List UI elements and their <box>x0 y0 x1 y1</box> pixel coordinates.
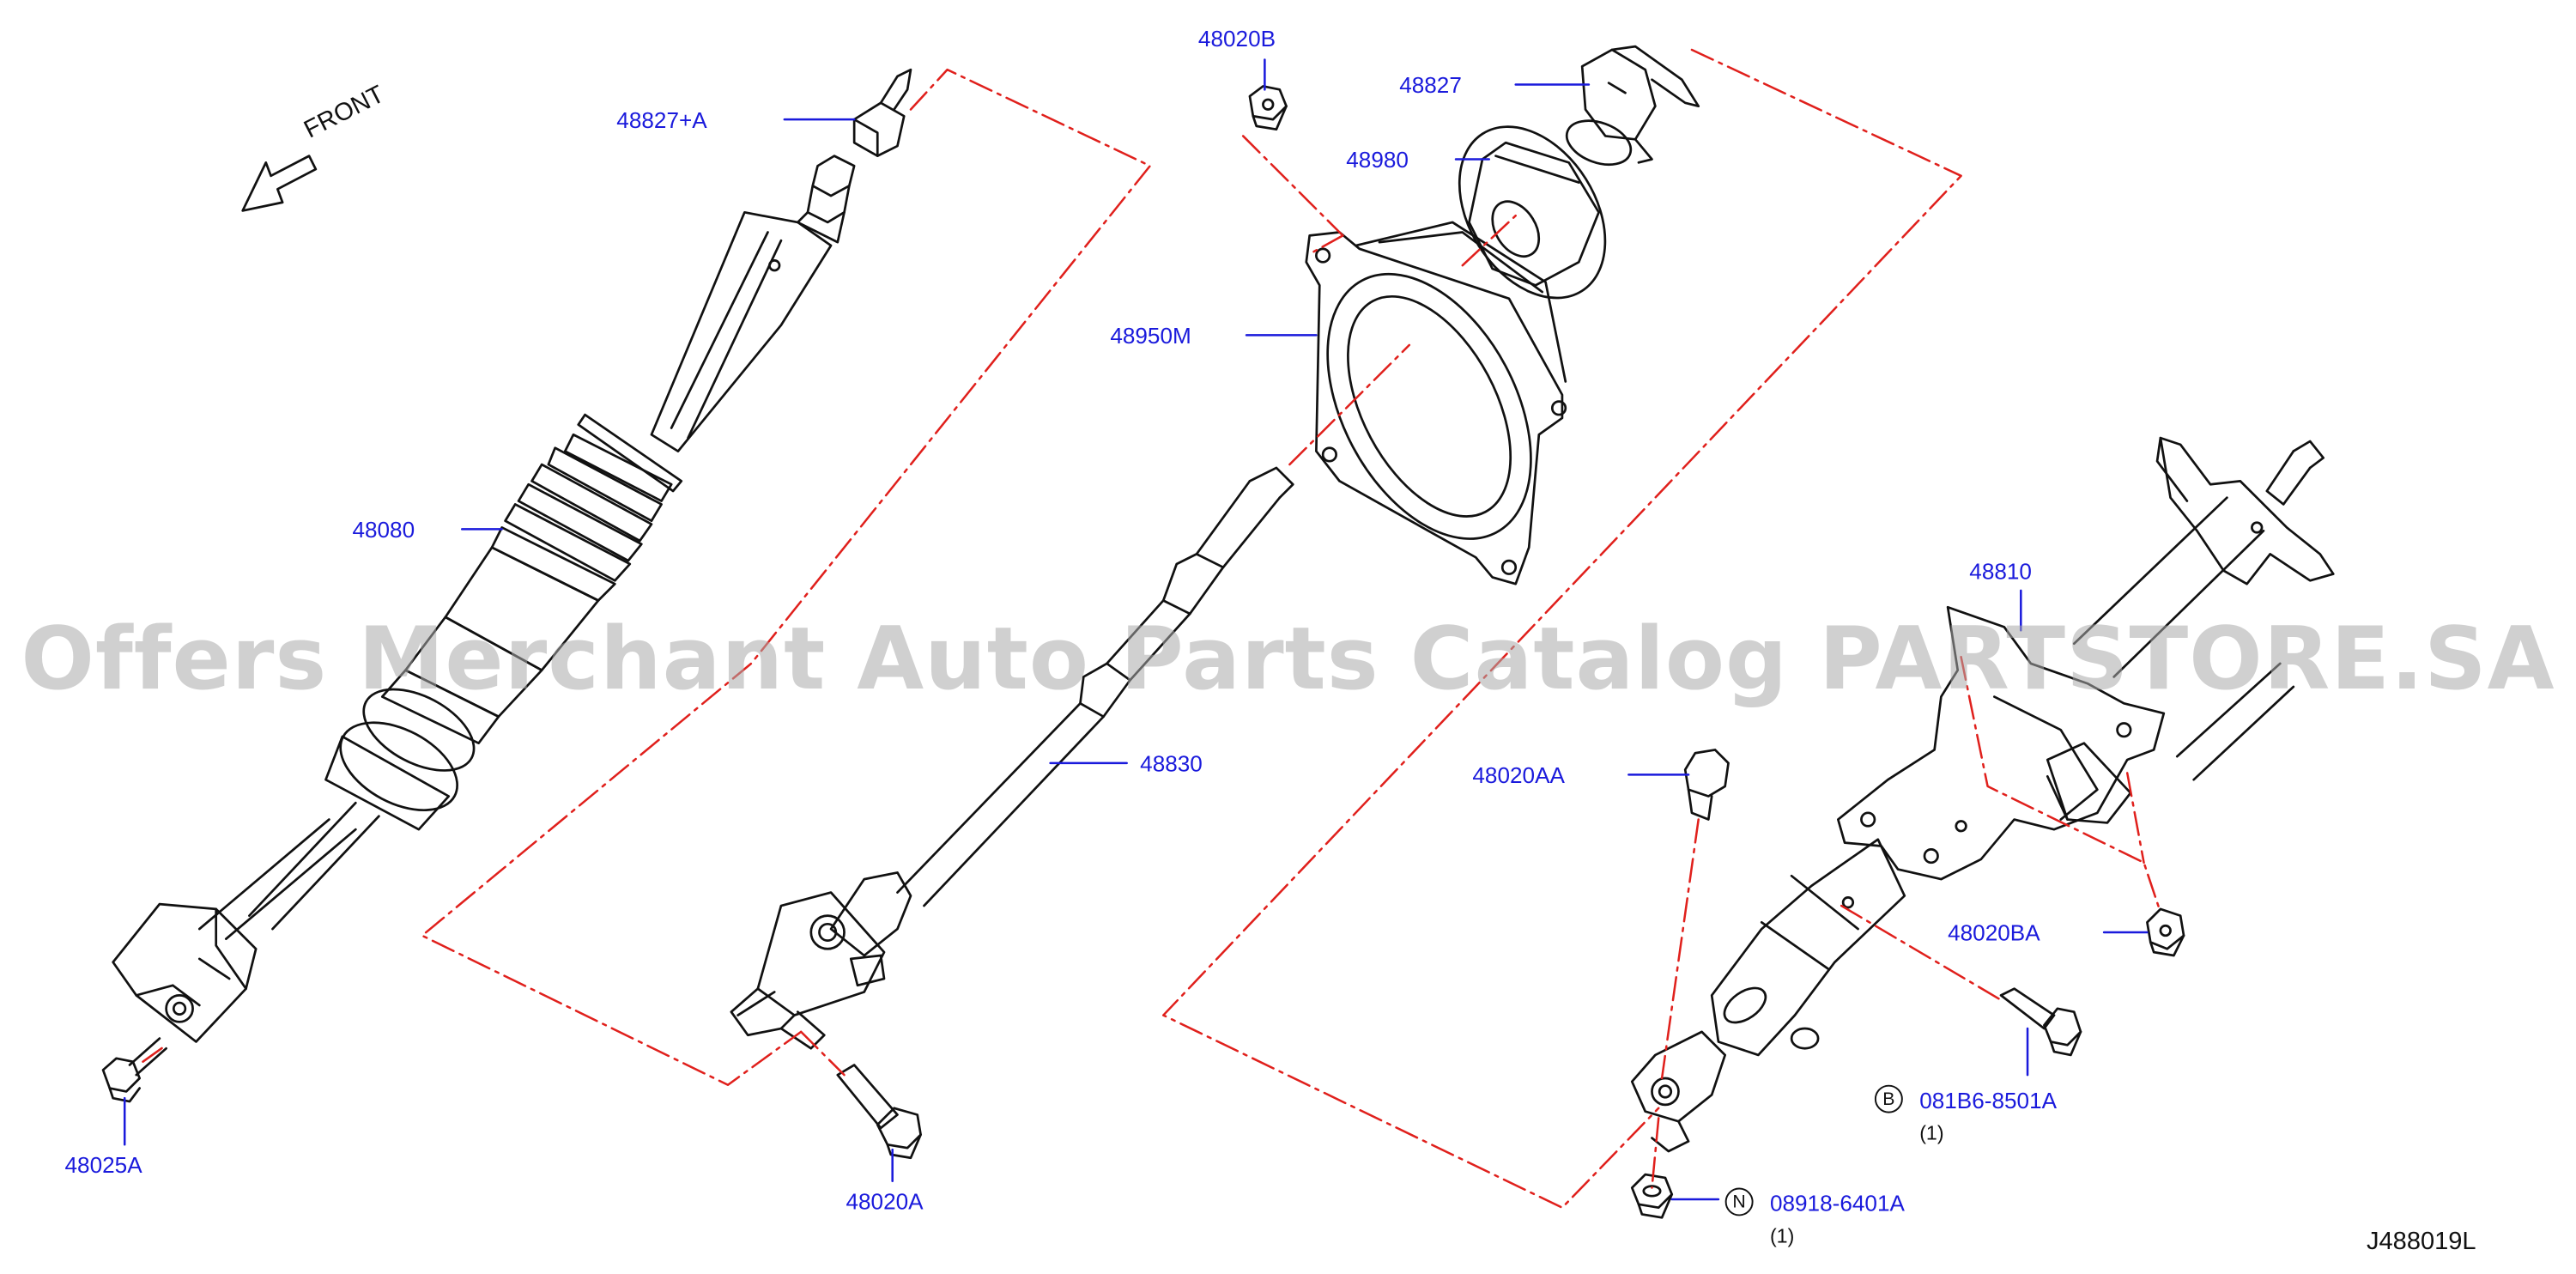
clip-48827 <box>1565 45 1700 167</box>
clip-48827-a <box>852 68 912 157</box>
cap-48020aa <box>1683 749 1730 821</box>
part-label-48020aa[interactable]: 48020AA <box>1472 762 1565 788</box>
part-label-48810[interactable]: 48810 <box>1969 559 2032 585</box>
bolt-48020a <box>836 1064 922 1160</box>
assembly-dashdot-lines <box>142 48 2162 1209</box>
part-label-48080[interactable]: 48080 <box>352 517 415 543</box>
watermark-text: Offers Merchant Auto Parts Catalog PARTS… <box>21 610 2555 711</box>
steering-column-assembly <box>1630 436 2335 1153</box>
part-label-48020b[interactable]: 48020B <box>1197 26 1276 52</box>
nut-48020ba <box>2146 907 2185 957</box>
part-label-48830[interactable]: 48830 <box>1140 751 1203 777</box>
front-arrow-icon <box>241 155 318 212</box>
steering-gear-shaft <box>112 155 856 1043</box>
nut-08918-6401a <box>1630 1173 1674 1219</box>
qty-081b6-8501a: (1) <box>1919 1121 1944 1145</box>
part-label-48020a[interactable]: 48020A <box>846 1189 924 1215</box>
leader-lines <box>123 58 2149 1201</box>
part-label-48950m[interactable]: 48950M <box>1110 323 1191 349</box>
seal-48980 <box>1458 125 1607 300</box>
diagram-code: J488019L <box>2367 1227 2476 1256</box>
column-hole-cover <box>1305 221 1567 585</box>
part-label-48827-a[interactable]: 48827+A <box>616 107 707 133</box>
bolt-48025a <box>101 1037 167 1103</box>
qty-08918-6401a: (1) <box>1769 1224 1795 1248</box>
part-label-48020ba[interactable]: 48020BA <box>1948 920 2040 946</box>
part-label-08918-6401a[interactable]: 08918-6401A <box>1769 1191 1905 1216</box>
badge-n-icon: N <box>1724 1187 1754 1216</box>
part-label-48025a[interactable]: 48025A <box>64 1152 142 1178</box>
part-label-081b6-8501a[interactable]: 081B6-8501A <box>1919 1088 2058 1113</box>
part-label-48980[interactable]: 48980 <box>1346 147 1409 173</box>
badge-b-icon: B <box>1874 1084 1903 1113</box>
bolt-081b6-8501a <box>1999 987 2082 1057</box>
nut-48020b <box>1248 85 1288 131</box>
intermediate-shaft <box>730 466 1294 1050</box>
part-label-48827[interactable]: 48827 <box>1399 73 1462 99</box>
